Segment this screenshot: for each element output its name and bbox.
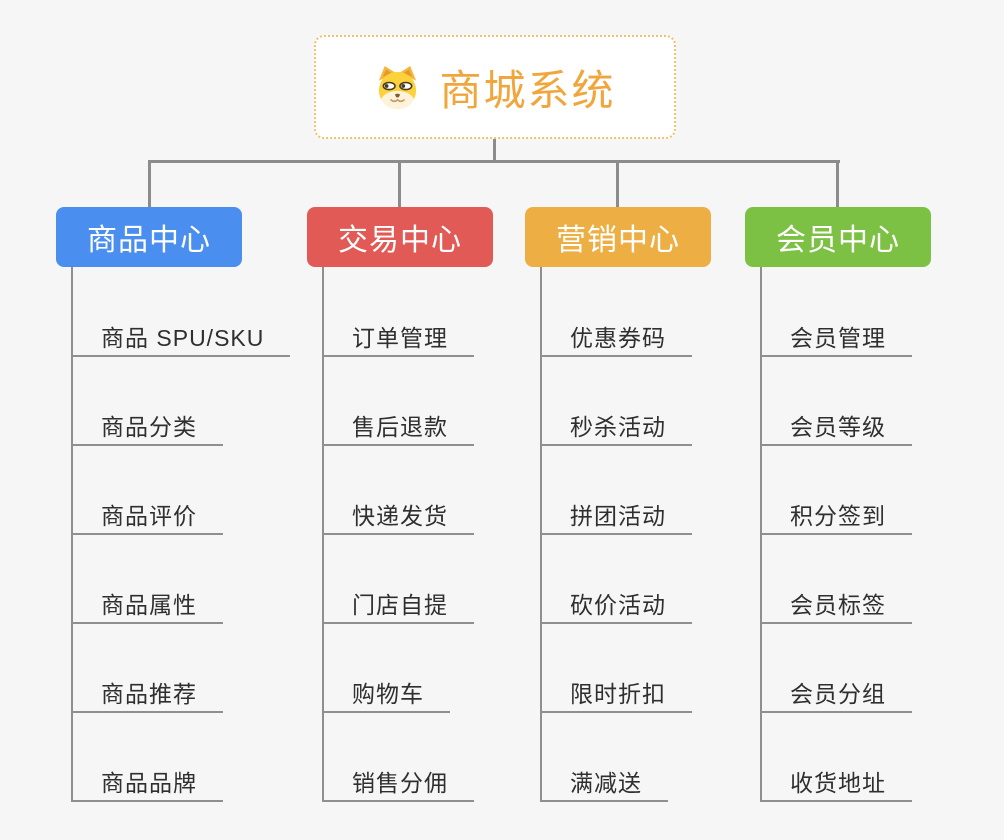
topic-label: 会员标签 [790,592,886,618]
topic-node[interactable]: 销售分佣 [322,758,474,802]
topic-label: 砍价活动 [570,592,666,618]
topic-label: 拼团活动 [570,503,666,529]
topic-node[interactable]: 满减送 [540,758,668,802]
root-node[interactable]: 商城系统 [314,35,676,139]
topic-label: 售后退款 [352,414,448,440]
branch-node-product[interactable]: 商品中心 [56,207,242,267]
topic-node[interactable]: 订单管理 [322,313,474,357]
topic-node[interactable]: 商品品牌 [71,758,223,802]
topic-label: 限时折扣 [570,681,666,707]
connector-branch-stub [398,160,401,207]
topic-node[interactable]: 拼团活动 [540,491,692,535]
topic-node[interactable]: 商品分类 [71,402,223,446]
topic-node[interactable]: 购物车 [322,669,450,713]
topic-label: 门店自提 [352,592,448,618]
topic-node[interactable]: 门店自提 [322,580,474,624]
topic-label: 满减送 [570,770,642,796]
topic-node[interactable]: 快递发货 [322,491,474,535]
topic-node[interactable]: 商品评价 [71,491,223,535]
topic-label: 收货地址 [790,770,886,796]
topic-node[interactable]: 售后退款 [322,402,474,446]
topic-node[interactable]: 砍价活动 [540,580,692,624]
topic-node[interactable]: 会员标签 [760,580,912,624]
doge-icon [379,65,417,109]
topic-label: 会员分组 [790,681,886,707]
topic-node[interactable]: 商品属性 [71,580,223,624]
branch-node-member[interactable]: 会员中心 [745,207,931,267]
topic-label: 积分签到 [790,503,886,529]
topic-node[interactable]: 会员等级 [760,402,912,446]
connector-branch-stub [836,160,839,207]
branch-column-trade: 交易中心 订单管理 售后退款 快递发货 门店自提 购物车 销售分佣 [307,207,547,817]
topic-node[interactable]: 优惠券码 [540,313,692,357]
topic-label: 会员等级 [790,414,886,440]
branch-node-marketing[interactable]: 营销中心 [525,207,711,267]
topic-node[interactable]: 商品 SPU/SKU [71,313,291,357]
topic-label: 商品评价 [101,503,197,529]
branch-column-marketing: 营销中心 优惠券码 秒杀活动 拼团活动 砍价活动 限时折扣 满减送 [525,207,765,817]
topic-label: 会员管理 [790,325,886,351]
topic-label: 商品分类 [101,414,197,440]
topic-label: 秒杀活动 [570,414,666,440]
topic-label: 购物车 [352,681,424,707]
connector-rail [148,160,840,163]
topic-node[interactable]: 秒杀活动 [540,402,692,446]
branch-node-trade[interactable]: 交易中心 [307,207,493,267]
topic-label: 商品品牌 [101,770,197,796]
topic-label: 商品推荐 [101,681,197,707]
topic-label: 商品 SPU/SKU [101,325,265,351]
topic-node[interactable]: 限时折扣 [540,669,692,713]
topic-label: 快递发货 [352,503,448,529]
topic-node[interactable]: 积分签到 [760,491,912,535]
connector-branch-stub [148,160,151,207]
connector-root-stub [493,139,496,163]
topic-label: 销售分佣 [352,770,448,796]
topic-label: 优惠券码 [570,325,666,351]
topic-node[interactable]: 会员管理 [760,313,912,357]
topic-label: 订单管理 [352,325,448,351]
branch-column-product: 商品中心 商品 SPU/SKU 商品分类 商品评价 商品属性 商品推荐 商品品牌 [56,207,296,817]
topic-node[interactable]: 会员分组 [760,669,912,713]
topic-label: 商品属性 [101,592,197,618]
topic-node[interactable]: 商品推荐 [71,669,223,713]
topic-node[interactable]: 收货地址 [760,758,912,802]
branch-column-member: 会员中心 会员管理 会员等级 积分签到 会员标签 会员分组 收货地址 [745,207,985,817]
connector-branch-stub [616,160,619,207]
root-title: 商城系统 [439,66,616,114]
